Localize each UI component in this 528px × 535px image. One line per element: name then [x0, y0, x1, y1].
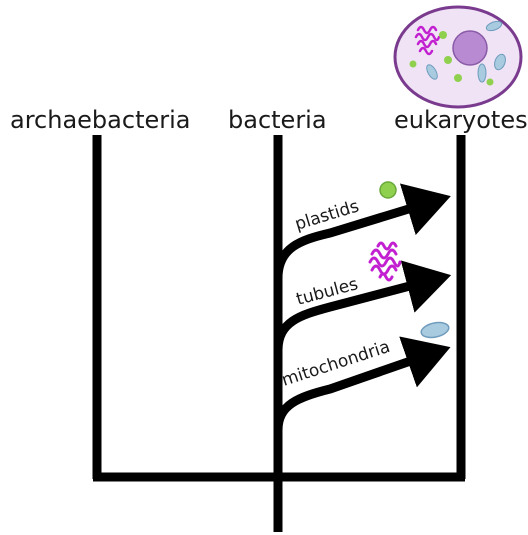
cell-nucleus	[453, 31, 487, 65]
cell-plastid-2	[444, 56, 452, 64]
cell-plastid-3	[454, 74, 462, 82]
mitochondrion-icon	[420, 320, 450, 340]
tubule-icon	[370, 243, 400, 280]
transfer-arrows	[278, 204, 425, 430]
cell-plastid-1	[439, 31, 447, 39]
cell-mitochondrion-3	[478, 64, 486, 82]
archaebacteria-label: archaebacteria	[10, 106, 190, 134]
cell-plastid-5	[487, 79, 494, 86]
plastid-icon	[380, 182, 396, 198]
eukaryotes-label: eukaryotes	[394, 106, 528, 134]
eukaryote-cell-icon	[395, 7, 521, 107]
bacteria-label: bacteria	[228, 106, 327, 134]
cell-plastid-4	[410, 61, 417, 68]
